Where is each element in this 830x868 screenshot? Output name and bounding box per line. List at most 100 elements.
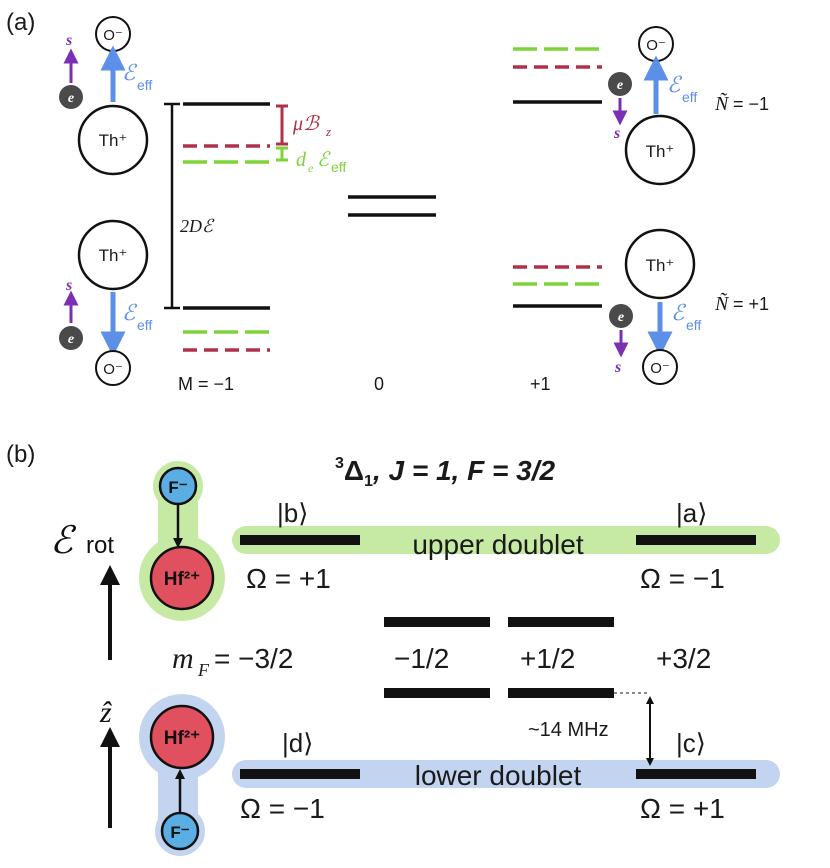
levels-m-minus-1 [183, 102, 270, 352]
omega-a: Ω = −1 [640, 563, 725, 594]
hafnium-ion-label: Hf²⁺ [164, 569, 200, 590]
spin-label: s [613, 125, 620, 142]
molecule-left-top: O⁻ ℰ eff Th⁺ e s [59, 16, 152, 176]
erot-subscript: rot [86, 532, 114, 559]
thorium-ion-label: Th⁺ [99, 131, 128, 150]
edm-shift-annotation: d e ℰ eff [276, 146, 346, 175]
hafnium-ion-circle [149, 545, 215, 611]
title-delta: Δ [344, 455, 364, 486]
efield-subscript: eff [686, 317, 701, 333]
splitting-annotation: ~14 MHz [528, 692, 654, 766]
edm-e-subscript: eff [331, 159, 346, 175]
edm-d-label: d [296, 149, 307, 171]
thorium-ion-circle [77, 104, 149, 176]
spin-label: s [65, 277, 72, 294]
state-title: 3Δ1, J = 1, F = 3/2 [335, 455, 555, 490]
stark-splitting-bracket: 2Dℰ [164, 102, 215, 310]
ket-c: |c⟩ [676, 728, 706, 758]
title-subscript: 1 [364, 473, 373, 490]
mf-subscript: F [197, 660, 210, 680]
efield-subscript: eff [137, 317, 152, 333]
z-axis: ẑ [99, 696, 120, 828]
electron-label: e [68, 91, 74, 106]
mf-value-minus-3-2: = −3/2 [214, 643, 293, 674]
thorium-ion-circle [624, 228, 696, 300]
m-label-minus-1: M = −1 [178, 374, 234, 394]
electron-circle [59, 85, 83, 109]
electron-label: e [68, 332, 74, 347]
omega-b: Ω = +1 [246, 563, 331, 594]
omega-symbol: Ñ [714, 91, 730, 115]
fluoride-ion-circle [160, 811, 200, 851]
efield-subscript: eff [682, 89, 697, 105]
fluoride-ion-circle [158, 466, 198, 506]
spin-label: s [65, 32, 72, 49]
hafnium-ion-label: Hf²⁺ [164, 728, 200, 749]
omega-d: Ω = −1 [240, 793, 325, 824]
molecule-right-bottom: Th⁺ ℰ eff O⁻ e s Ñ = +1 [609, 228, 769, 385]
panel-b-label: (b) [6, 441, 35, 468]
omega-lower-value: = +1 [733, 294, 769, 314]
splitting-label: ~14 MHz [528, 719, 609, 741]
omega-upper-value: = −1 [733, 94, 769, 114]
efield-symbol: ℰ [122, 60, 138, 85]
lower-doublet-band [232, 760, 780, 788]
electron-label: e [617, 78, 623, 93]
electron-circle [608, 72, 632, 96]
title-rest: , J = 1, F = 3/2 [372, 455, 556, 486]
fluoride-ion-label: F⁻ [168, 478, 187, 497]
z-axis-label: ẑ [99, 696, 112, 729]
oxygen-ion-label: O⁻ [103, 361, 123, 378]
thorium-ion-label: Th⁺ [646, 256, 675, 275]
upper-doublet-band [232, 526, 780, 554]
oxygen-ion-label: O⁻ [646, 37, 666, 54]
lower-doublet-label: lower doublet [415, 760, 582, 791]
ket-a: |a⟩ [676, 498, 707, 528]
efield-symbol: ℰ [671, 300, 687, 325]
edm-e-label: ℰ [317, 149, 331, 171]
hyperfine-levels [240, 535, 756, 779]
zeeman-subscript: z [325, 124, 331, 139]
molecule-right-top: O⁻ ℰ eff Th⁺ e s Ñ = −1 [608, 26, 769, 186]
thorium-ion-label: Th⁺ [646, 142, 675, 161]
upper-doublet-label: upper doublet [412, 529, 583, 560]
omega-symbol: Ñ [714, 291, 730, 315]
ket-d: |d⟩ [282, 728, 313, 758]
fluoride-ion-label: F⁻ [170, 823, 189, 842]
zeeman-label: μℬ [292, 113, 320, 135]
efield-subscript: eff [137, 77, 152, 93]
oxygen-ion-label: O⁻ [650, 360, 670, 377]
molecule-upper: F⁻ Hf²⁺ [139, 461, 225, 621]
ket-b: |b⟩ [277, 498, 308, 528]
m-label-0: 0 [374, 374, 384, 394]
electron-circle [59, 326, 83, 350]
molecule-lower: Hf²⁺ F⁻ [139, 694, 225, 856]
erot-axis: ℰ rot [50, 520, 120, 660]
electron-circle [609, 304, 633, 328]
mf-value-minus-1-2: −1/2 [394, 643, 449, 674]
levels-m-plus-1 [513, 47, 602, 308]
panel-a-label: (a) [6, 9, 35, 36]
omega-c: Ω = +1 [640, 793, 725, 824]
oxygen-ion-circle [642, 349, 678, 385]
erot-symbol: ℰ [50, 520, 77, 562]
stark-splitting-label: 2Dℰ [180, 216, 215, 236]
spin-label: s [614, 359, 621, 376]
thorium-ion-label: Th⁺ [99, 246, 128, 265]
m-label-plus-1: +1 [530, 374, 551, 394]
efield-symbol: ℰ [122, 300, 138, 325]
hafnium-ion-circle [149, 704, 215, 770]
efield-symbol: ℰ [667, 72, 683, 97]
edm-d-subscript: e [308, 161, 314, 175]
levels-m-0 [348, 195, 436, 217]
molecule-left-bottom: Th⁺ ℰ eff O⁻ e s [59, 219, 152, 386]
mf-value-plus-1-2: +1/2 [520, 643, 575, 674]
electron-label: e [618, 310, 624, 325]
thorium-ion-circle [624, 114, 696, 186]
title-superscript: 3 [335, 455, 344, 472]
oxygen-ion-circle [95, 350, 131, 386]
mf-symbol: m [172, 642, 194, 675]
zeeman-shift-annotation: μℬ z [276, 104, 331, 146]
